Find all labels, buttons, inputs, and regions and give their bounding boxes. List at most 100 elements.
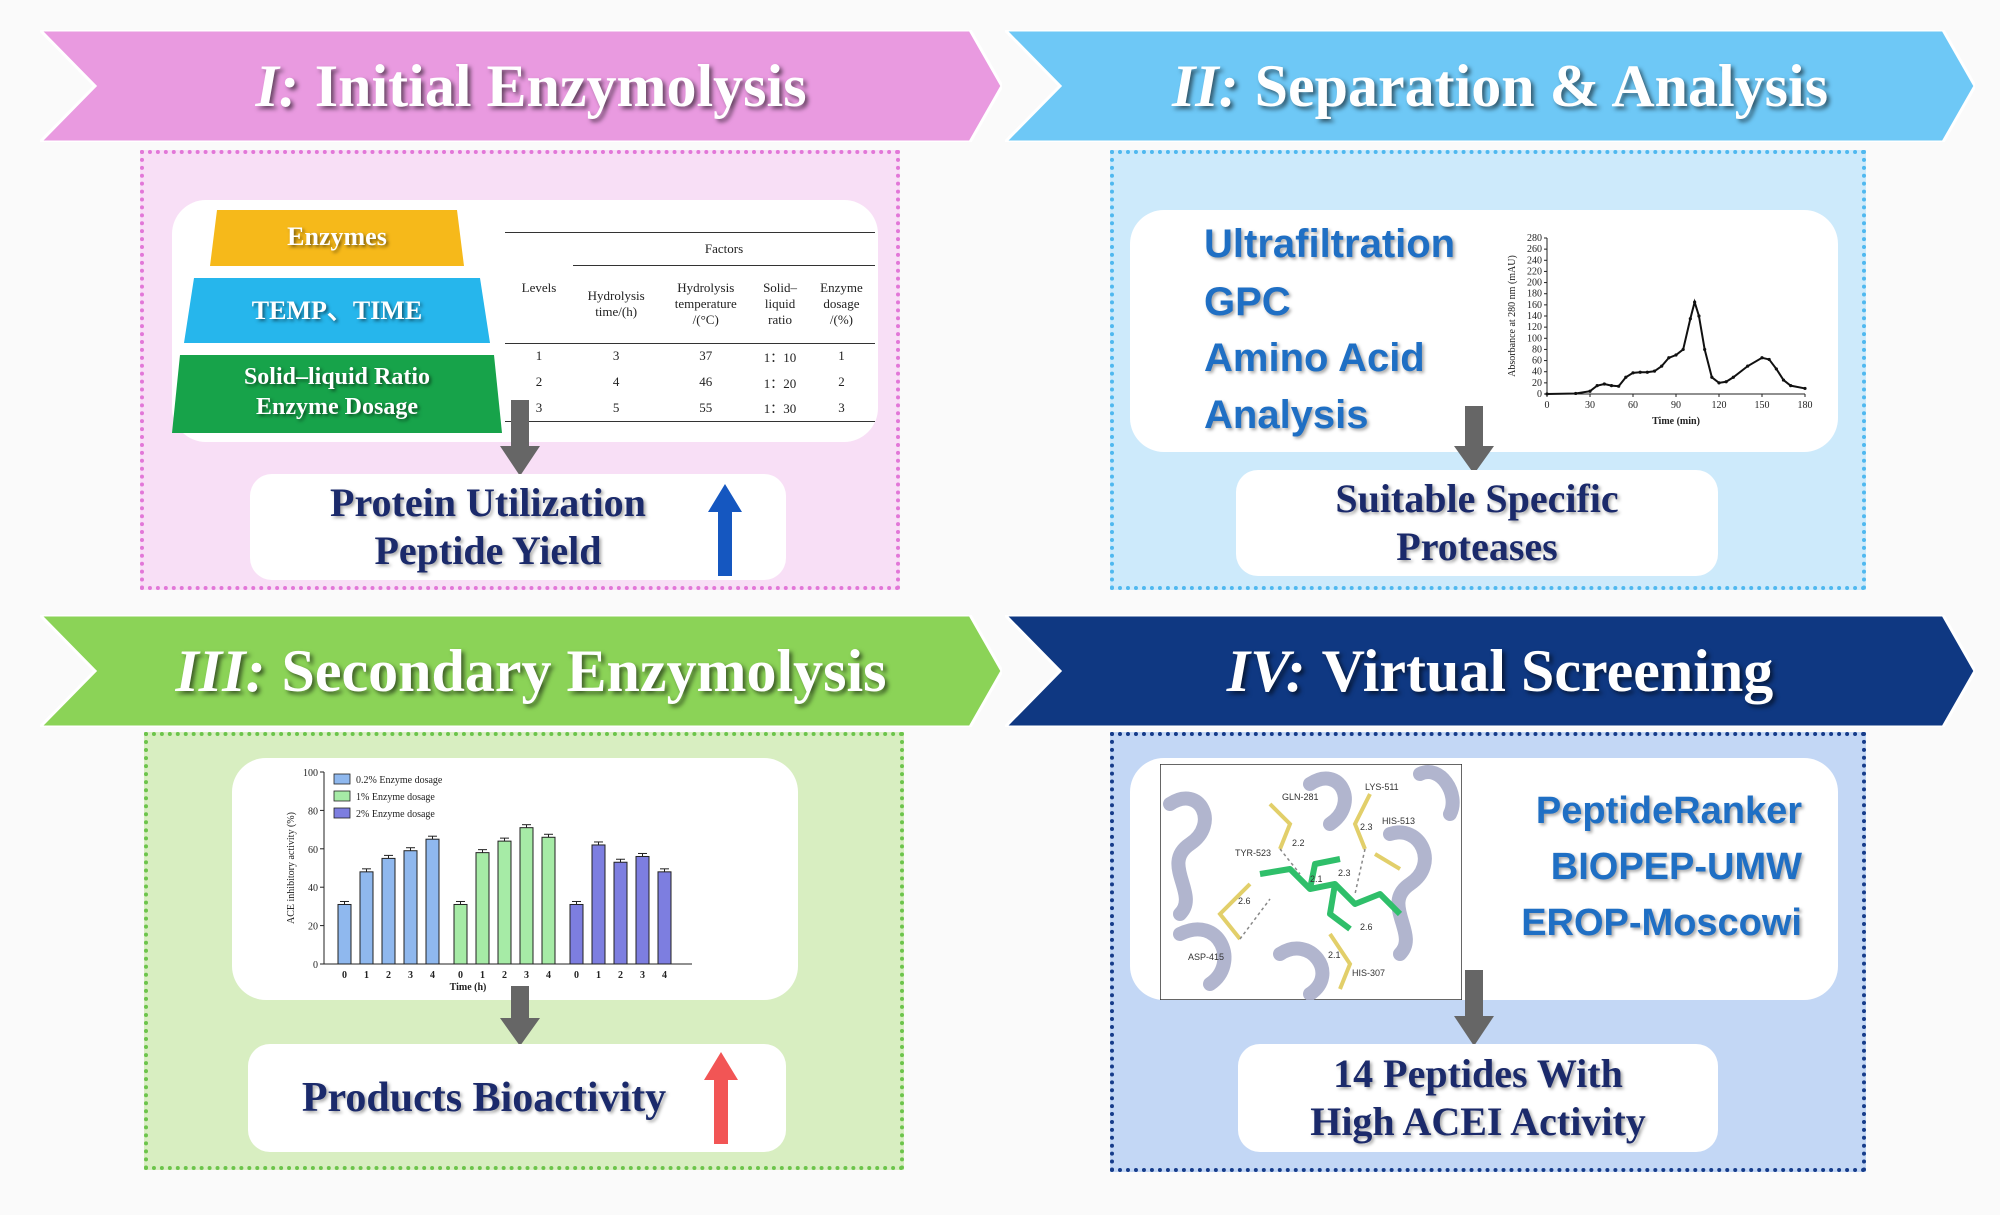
legend-label: 0.2% Enzyme dosage [356,775,443,786]
pyramid-label-enzymes: Enzymes [287,222,387,251]
x-tick-label: 0 [342,970,347,981]
chromatogram-series-line [1546,298,1806,395]
data-point [1688,317,1692,321]
section2-card [1130,210,1838,452]
residue-label: HIS-307 [1352,968,1385,978]
x-tick-label: 150 [1755,400,1770,411]
legend-label: 2% Enzyme dosage [356,809,435,820]
x-tick-label: 2 [386,970,391,981]
residue-label: GLN-281 [1282,792,1319,802]
factors-header: Factors [573,233,875,266]
bar [425,838,440,965]
data-point [1545,392,1549,396]
y-tick-label: 80 [1532,344,1542,355]
tool-biopep-umw: BIOPEP-UMW [1550,846,1802,888]
outcome-line-1: Suitable Specific [1335,476,1619,521]
method-analysis: Analysis [1204,393,1369,437]
x-tick-label: 3 [640,970,645,981]
legend-swatch [333,790,351,802]
section4-outcome: 14 Peptides With High ACEI Activity [1238,1044,1718,1152]
down-arrow-icon [500,400,540,476]
outcome-line-1: 14 Peptides With [1333,1051,1623,1096]
section4-title: Virtual Screening [1321,637,1774,704]
factor-pyramid [172,210,502,433]
x-axis-label: Time (min) [1652,416,1700,427]
x-tick-label: 3 [408,970,413,981]
banner-arrow-shape [40,30,1002,142]
bar [591,844,606,965]
x-tick-label: 0 [458,970,463,981]
pyramid-label-dosage: Enzyme Dosage [256,394,418,420]
x-tick-label: 1 [480,970,485,981]
y-axis-label: Absorbance at 280 nm (mAU) [1507,255,1518,377]
bar [569,903,584,965]
distance-label: 2.1 [1328,950,1341,960]
section4-number: IV: [1226,637,1306,704]
data-point [1717,381,1721,385]
section3-number: III: [175,637,266,704]
y-tick-label: 240 [1527,255,1542,266]
x-tick-label: 4 [662,970,667,981]
bar [403,850,418,965]
x-tick-label: 1 [596,970,601,981]
legend-swatch [333,807,351,819]
distance-label: 2.6 [1238,896,1251,906]
chromatogram-chart: 0204060801001201401601802002202402602800… [1507,233,1813,427]
data-point [1703,347,1707,352]
data-point [1674,353,1678,357]
pyramid-label-ratio: Solid–liquid Ratio [243,364,431,390]
data-point [1609,384,1614,388]
data-point [1724,380,1728,384]
x-tick-label: 4 [546,970,551,981]
residue-label: ASP-415 [1188,952,1224,962]
data-point [1681,347,1685,352]
y-tick-label: 0 [313,960,318,971]
data-point [1760,356,1764,360]
data-point [1767,357,1771,362]
y-tick-label: 160 [1527,300,1542,311]
x-tick-label: 180 [1798,400,1813,411]
distance-label: 2.2 [1292,838,1305,848]
data-point [1602,382,1606,386]
x-tick-label: 60 [1628,400,1638,411]
data-point [1697,314,1701,318]
bar [613,861,628,965]
bar [475,852,490,965]
residue-label: LYS-511 [1365,782,1399,792]
outcome-line-2: Proteases [1396,524,1558,569]
method-amino-acid: Amino Acid [1204,336,1425,380]
y-tick-label: 100 [1527,333,1542,344]
legend-label: 1% Enzyme dosage [356,792,435,803]
outcome-line-2: Peptide Yield [374,528,602,573]
distance-label: 2.3 [1338,868,1351,878]
x-tick-label: 0 [1545,400,1550,411]
bar [657,871,672,965]
x-tick-label: 90 [1671,400,1681,411]
data-point [1774,367,1778,371]
down-arrow-icon [500,986,540,1046]
x-tick-label: 120 [1712,400,1727,411]
data-point [1588,389,1592,393]
bar [635,855,650,965]
bar [359,871,374,965]
y-tick-label: 20 [1532,378,1542,389]
distance-label: 2.6 [1360,922,1373,932]
molecular-docking-image: GLN-281 LYS-511 HIS-513 TYR-523 ASP-415 … [1160,764,1462,1000]
tool-erop-moscowi: EROP-Moscowi [1521,902,1802,944]
pyramid-tier-ratio-dosage [172,355,502,433]
legend-swatch [333,773,351,785]
data-point [1789,384,1793,388]
distance-label: 2.3 [1360,822,1373,832]
tool-peptideranker: PeptideRanker [1535,790,1802,832]
data-point [1667,356,1671,360]
banner-arrow-shape [1005,615,1975,727]
y-tick-label: 280 [1527,233,1542,244]
data-point [1631,371,1635,375]
x-tick-label: 2 [618,970,623,981]
data-point [1652,369,1657,373]
bar [381,857,396,965]
